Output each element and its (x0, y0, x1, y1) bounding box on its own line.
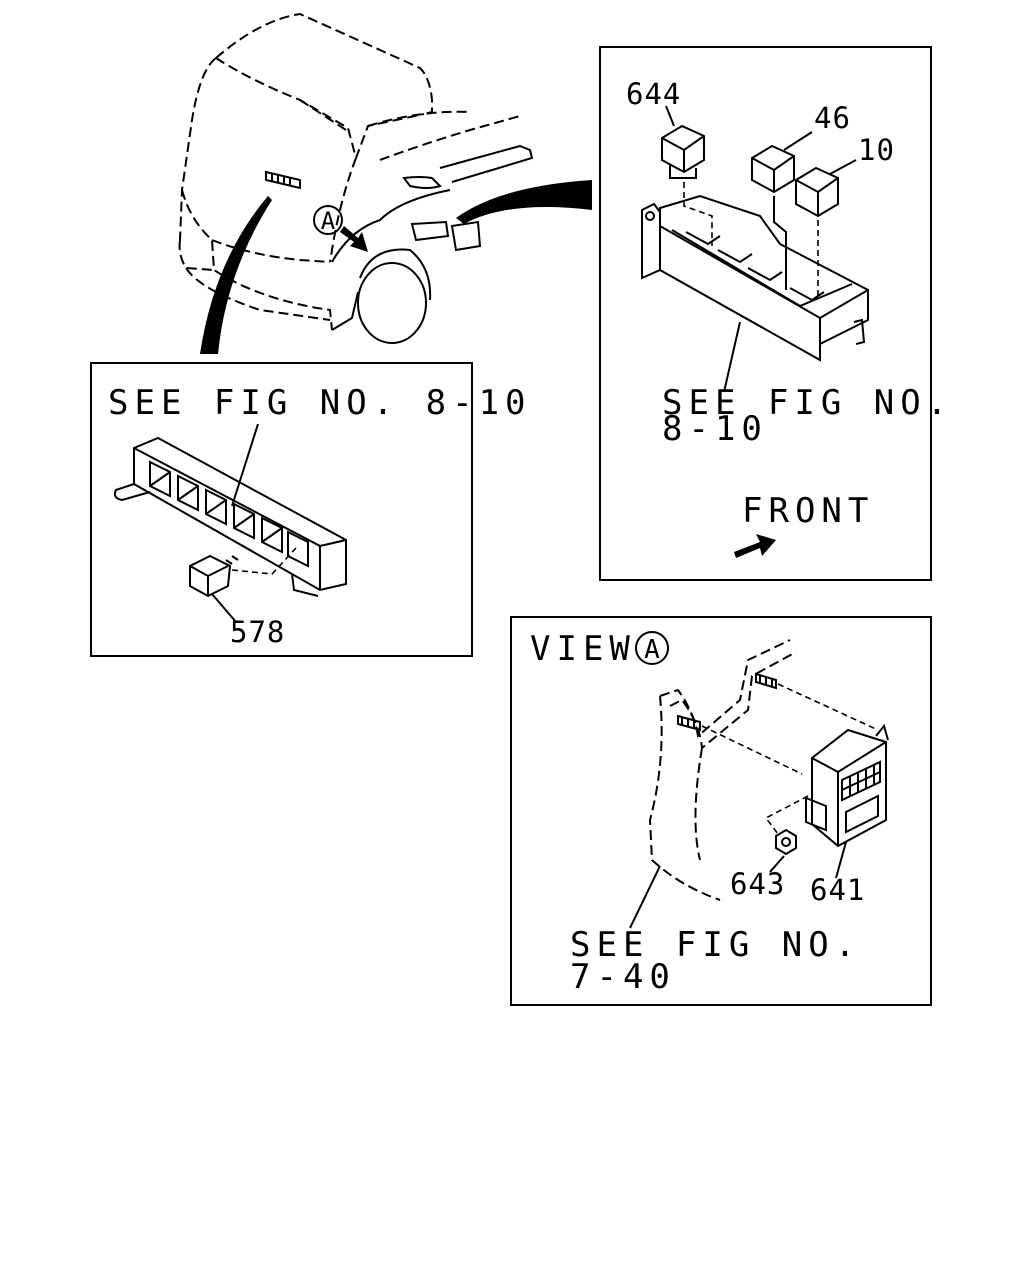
relay-644 (661, 124, 705, 179)
mounting-stud-upper (755, 672, 777, 690)
part-number-643: 643 (730, 867, 785, 901)
engine-relay-box (410, 220, 482, 252)
fig-reference-line2: 7-40 (570, 957, 676, 997)
leader-line (629, 865, 661, 929)
callout-frame (90, 362, 473, 657)
view-title-marker-label: A (644, 635, 660, 665)
leader-line (829, 159, 857, 175)
leader-line (769, 855, 785, 873)
part-number-46: 46 (814, 101, 851, 135)
part-number-578: 578 (230, 615, 285, 649)
part-number-644: 644 (626, 77, 681, 111)
mounting-stud-lower (677, 714, 701, 732)
relay-block-housing (641, 194, 869, 362)
callout-box-relay-block: 644 46 10 (599, 46, 953, 581)
callout-frame (510, 616, 932, 1006)
leader-line (665, 105, 675, 127)
fig-reference-line2: 8-10 (662, 409, 768, 449)
fig-reference-text: SEE FIG NO. 8-10 (108, 383, 532, 423)
truck-cab-illustration: A (178, 12, 534, 344)
nut-643 (775, 828, 797, 856)
leader-line (211, 593, 237, 623)
part-number-10: 10 (858, 133, 895, 167)
leader-swoosh-right (456, 180, 592, 224)
relay-10 (795, 166, 839, 218)
callout-box-relay-strip: SEE FIG NO. 8-10 (90, 362, 532, 657)
relay-strip-holder (113, 436, 347, 597)
leader-swoosh-left (200, 196, 272, 354)
relay-46 (751, 144, 795, 194)
view-a-arrow-icon (340, 226, 368, 252)
callout-frame (599, 46, 932, 581)
control-unit-641 (805, 723, 889, 848)
fig-reference-line1: SEE FIG NO. (662, 383, 953, 423)
view-title: VIEW (530, 629, 636, 669)
leader-line (783, 131, 813, 151)
view-a-marker-label: A (321, 207, 336, 235)
part-number-641: 641 (810, 873, 865, 907)
leader-line (723, 321, 741, 393)
callout-box-view-a: VIEW A (510, 616, 932, 1006)
cab-relay-strip (265, 170, 301, 190)
leader-line (835, 841, 847, 879)
fig-reference-line1: SEE FIG NO. (570, 925, 861, 965)
view-title-marker-circle (635, 631, 669, 665)
leader-line (231, 423, 259, 507)
front-arrow-icon (734, 534, 776, 558)
relay-578 (189, 547, 297, 598)
view-a-marker-circle (313, 205, 343, 235)
front-label: FRONT (742, 491, 874, 531)
